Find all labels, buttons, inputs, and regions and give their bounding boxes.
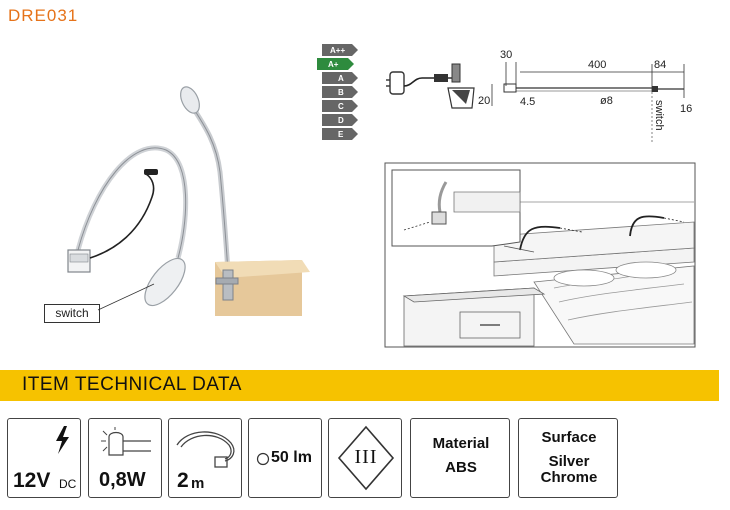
material-value: ABS [445,459,477,476]
switch-callout-line [97,283,155,311]
svg-text:400: 400 [588,59,606,71]
spec-material-box: Material ABS [410,418,510,498]
svg-text:20: 20 [478,95,490,107]
svg-text:16: 16 [680,103,692,115]
spec-surface-box: Surface Silver Chrome [518,418,618,498]
energy-class-c: C [322,100,358,112]
dimension-drawing: 30 400 84 20 4.5 ø8 16 switch [478,49,692,142]
product-code: DRE031 [8,6,79,25]
cable-icon [176,431,235,468]
svg-text:E: E [338,130,344,139]
svg-text:C: C [338,102,344,111]
spec-protection-box: III [328,418,402,498]
svg-text:A: A [338,74,344,83]
svg-text:A++: A++ [330,46,345,55]
svg-text:D: D [338,116,344,125]
lumen-circle-icon [256,452,270,466]
spec-power-box: 0,8W [88,418,162,498]
product-photo [67,86,310,316]
voltage-unit: DC [59,477,77,491]
energy-class-e: E [322,128,358,140]
spec-cable-box: 2 m [168,418,242,498]
diamond-icon [337,425,395,491]
svg-text:B: B [338,88,344,97]
protection-class-value: III [354,446,378,468]
led-bulb-icon [101,427,151,456]
cable-length-unit: m [191,475,205,492]
switch-callout: switch [44,304,100,323]
svg-text:A+: A+ [328,60,339,69]
energy-class-a-plus: A+ [317,58,354,70]
power-adapter-icon [386,63,475,109]
spec-voltage-box: 12V DC [7,418,81,498]
spec-lumen-box: 50 lm [248,418,322,498]
svg-text:ø8: ø8 [600,95,613,107]
svg-text:4.5: 4.5 [520,96,535,108]
section-title: ITEM TECHNICAL DATA [22,374,242,395]
energy-class-a: A [322,72,358,84]
surface-label: Surface [541,429,597,446]
voltage-value: 12V [13,469,51,492]
material-label: Material [432,435,490,452]
cable-length-value: 2 [177,469,189,492]
energy-class-d: D [322,114,358,126]
lumen-value: 50 lm [271,449,312,466]
power-value: 0,8W [99,469,146,491]
svg-text:30: 30 [500,49,512,61]
svg-text:84: 84 [654,59,666,71]
lightning-icon [56,426,69,454]
surface-value-2: Chrome [540,469,598,486]
svg-text:switch: switch [653,100,665,131]
energy-class-label: A++ A+ A B C D E [317,44,358,140]
installation-illustration [384,162,696,348]
section-bar [0,370,719,401]
energy-class-a-plus-plus: A++ [322,44,358,56]
energy-class-b: B [322,86,358,98]
surface-value-1: Silver [548,453,590,470]
